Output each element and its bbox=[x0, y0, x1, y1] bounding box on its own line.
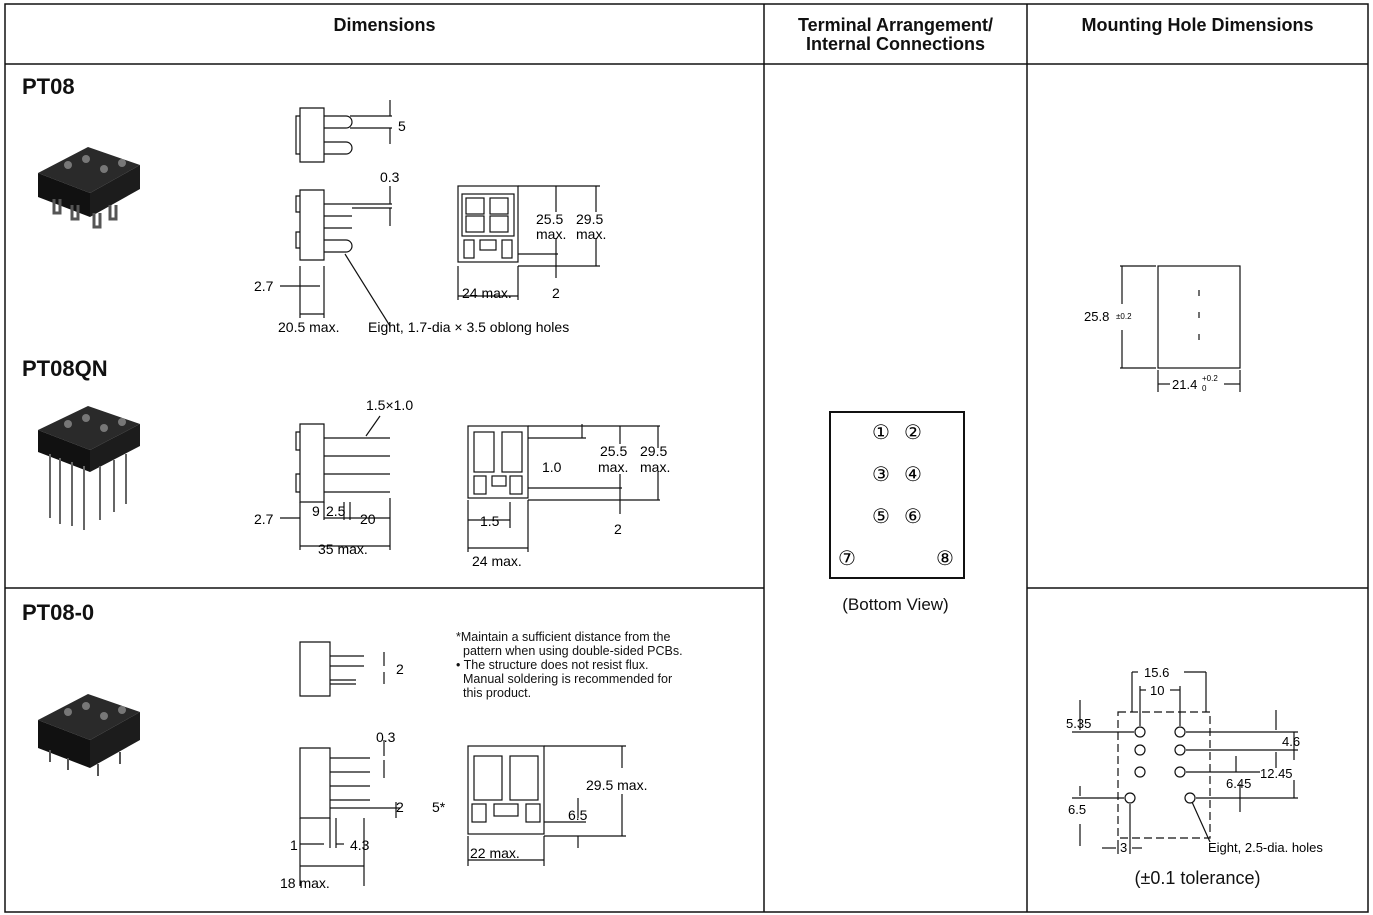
header-dimensions: Dimensions bbox=[333, 15, 436, 35]
pt08-0-dim-22max: 22 max. bbox=[470, 845, 520, 861]
mounting-top-width-tol-upper: +0.2 bbox=[1202, 374, 1218, 383]
pt08qn-dim-2: 2 bbox=[614, 521, 622, 537]
pt08qn-dimension-drawing: 1.5×1.0 1.0 25.5 max. 29.5 max. 2.7 9 2.… bbox=[254, 397, 670, 569]
pt08-dim-25.5: 25.5 bbox=[536, 211, 563, 227]
pt08-0-note-4: Manual soldering is recommended for bbox=[463, 672, 673, 686]
terminal-arrangement-diagram: ① ② ③ ④ ⑤ ⑥ ⑦ ⑧ bbox=[829, 411, 965, 579]
terminal-pin-6: ⑥ bbox=[904, 506, 922, 528]
pt08-dim-5: 5 bbox=[398, 118, 406, 134]
pt08qn-dim-1.5x1.0: 1.5×1.0 bbox=[366, 397, 413, 413]
mounting-top-height: 25.8 bbox=[1084, 309, 1109, 324]
pt08-dimension-drawing: 5 0.3 25.5 max. 29.5 max. 2.7 24 max. 2 … bbox=[254, 100, 606, 335]
terminal-pin-8: ⑧ bbox=[936, 548, 954, 570]
mounting-hole-top-drawing: 25.8 ±0.2 21.4 +0.2 0 bbox=[1084, 265, 1241, 393]
mounting-bottom-12.45: 12.45 bbox=[1260, 766, 1293, 781]
header-terminal-line2: Internal Connections bbox=[805, 34, 985, 54]
pt08qn-dim-20: 20 bbox=[360, 511, 376, 527]
pt08-0-dimension-drawing: 2 0.3 2 5* 1 4.3 18 max. 29.5 max. 6.5 2… bbox=[280, 641, 647, 891]
terminal-pin-3: ③ bbox=[872, 464, 890, 486]
pt08qn-dim-1.5: 1.5 bbox=[480, 513, 500, 529]
pt08qn-product-image bbox=[38, 406, 140, 530]
mounting-bottom-4.6: 4.6 bbox=[1282, 734, 1300, 749]
pt08-product-image bbox=[38, 147, 140, 229]
pt08-dim-29.5-max: max. bbox=[576, 226, 606, 242]
header-mounting-hole: Mounting Hole Dimensions bbox=[1081, 15, 1314, 35]
mounting-top-width-tol-lower: 0 bbox=[1202, 384, 1207, 393]
terminal-pin-1: ① bbox=[872, 422, 890, 444]
mounting-bottom-15.6: 15.6 bbox=[1144, 665, 1169, 680]
header-terminal-line1: Terminal Arrangement/ bbox=[797, 15, 994, 35]
terminal-pin-5: ⑤ bbox=[872, 506, 890, 528]
pt08-dim-2.7: 2.7 bbox=[254, 278, 274, 294]
pt08-dim-25.5-max: max. bbox=[536, 226, 566, 242]
mounting-tolerance-note: (±0.1 tolerance) bbox=[1134, 868, 1261, 888]
pt08qn-dim-1.0: 1.0 bbox=[542, 459, 562, 475]
pt08qn-dim-29.5-max: max. bbox=[640, 459, 670, 475]
pt08-0-note-3: • The structure does not resist flux. bbox=[456, 658, 649, 672]
model-pt08-0-label: PT08-0 bbox=[22, 600, 95, 625]
pt08-dim-20.5max: 20.5 max. bbox=[278, 319, 339, 335]
pt08-0-dim-2: 2 bbox=[396, 661, 404, 677]
pt08qn-dim-25.5: 25.5 bbox=[600, 443, 627, 459]
pt08-0-note-5: this product. bbox=[463, 686, 532, 700]
mounting-bottom-6.5: 6.5 bbox=[1068, 802, 1086, 817]
terminal-caption: (Bottom View) bbox=[842, 595, 949, 614]
pt08-0-notes: *Maintain a sufficient distance from the… bbox=[456, 630, 683, 700]
model-pt08qn-label: PT08QN bbox=[22, 356, 108, 381]
pt08qn-dim-35max: 35 max. bbox=[318, 541, 368, 557]
pt08qn-dim-25.5-max: max. bbox=[598, 459, 628, 475]
pt08-0-dim-1: 1 bbox=[290, 837, 298, 853]
mounting-bottom-10: 10 bbox=[1150, 683, 1164, 698]
pt08-0-dim-4.3: 4.3 bbox=[350, 837, 370, 853]
pt08-0-dim-0.3: 0.3 bbox=[376, 729, 396, 745]
pt08qn-dim-29.5: 29.5 bbox=[640, 443, 667, 459]
pt08qn-dim-2.5: 2.5 bbox=[326, 503, 346, 519]
pt08-dim-29.5: 29.5 bbox=[576, 211, 603, 227]
pt08-holes-note: Eight, 1.7-dia × 3.5 oblong holes bbox=[368, 319, 569, 335]
pt08-0-dim-18max: 18 max. bbox=[280, 875, 330, 891]
mounting-bottom-5.35: 5.35 bbox=[1066, 716, 1091, 731]
pt08-0-product-image bbox=[38, 694, 140, 776]
pt08-0-note-1: *Maintain a sufficient distance from the bbox=[456, 630, 671, 644]
mounting-bottom-3: 3 bbox=[1120, 840, 1127, 855]
pt08-0-dim-2b: 2 bbox=[396, 799, 404, 815]
terminal-pin-4: ④ bbox=[904, 464, 922, 486]
pt08-dim-0.3: 0.3 bbox=[380, 169, 400, 185]
pt08-dim-2: 2 bbox=[552, 285, 560, 301]
mounting-top-width: 21.4 bbox=[1172, 377, 1197, 392]
pt08-0-dim-29.5max: 29.5 max. bbox=[586, 777, 647, 793]
terminal-pin-2: ② bbox=[904, 422, 922, 444]
pt08-0-note-2: pattern when using double-sided PCBs. bbox=[463, 644, 683, 658]
header-terminal-arrangement: Terminal Arrangement/ Internal Connectio… bbox=[764, 16, 1027, 54]
mounting-bottom-6.45: 6.45 bbox=[1226, 776, 1251, 791]
pt08-0-dim-6.5: 6.5 bbox=[568, 807, 588, 823]
pt08-dim-24max: 24 max. bbox=[462, 285, 512, 301]
pt08qn-dim-9: 9 bbox=[312, 503, 320, 519]
mounting-bottom-holes-note: Eight, 2.5-dia. holes bbox=[1208, 840, 1323, 855]
pt08qn-dim-2.7: 2.7 bbox=[254, 511, 274, 527]
mounting-hole-bottom-drawing: 15.6 10 5.35 4.6 12.45 6.45 6.5 3 Eight,… bbox=[1066, 665, 1323, 855]
model-pt08-label: PT08 bbox=[22, 74, 75, 99]
terminal-pin-7: ⑦ bbox=[838, 548, 856, 570]
mounting-top-height-tol: ±0.2 bbox=[1116, 312, 1132, 321]
pt08qn-dim-24max: 24 max. bbox=[472, 553, 522, 569]
pt08-0-dim-5star: 5* bbox=[432, 799, 446, 815]
